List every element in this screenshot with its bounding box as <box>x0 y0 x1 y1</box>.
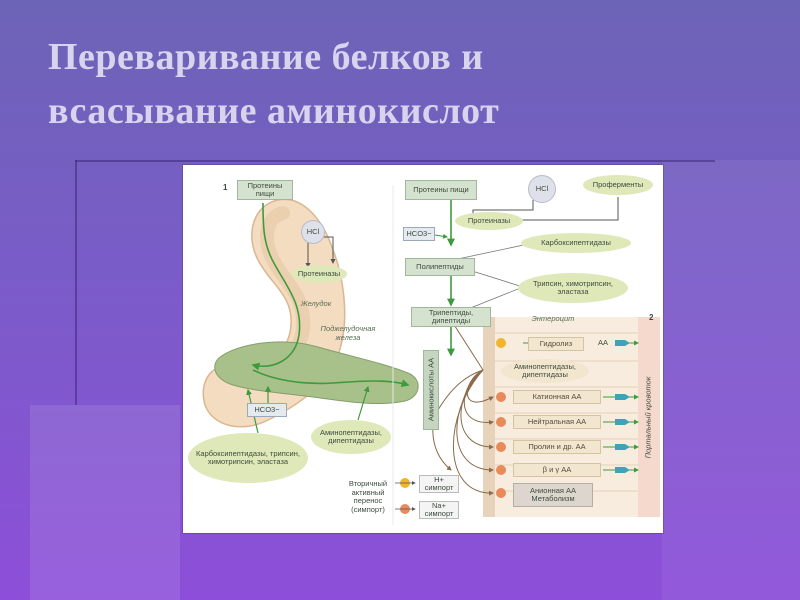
p1-food-proteins: Протеины пищи <box>237 180 293 200</box>
p1-pancreas-label: Поджелудочная железа <box>313 325 383 342</box>
p2-trypsin: Трипсин, химотрипсин, эластаза <box>518 273 628 303</box>
p1-hco3: HCO3− <box>247 403 287 417</box>
p2-proline: Пролин и др. АА <box>513 440 601 454</box>
p2-neutral: Нейтральная АА <box>513 415 601 429</box>
decor-line-left <box>75 160 77 405</box>
p2-secondary-transport: Вторичный активный перенос (симпорт) <box>343 480 393 514</box>
p2-tripeptides: Трипептиды, дипептиды <box>411 307 491 327</box>
title-line-1: Переваривание белков и <box>48 30 748 84</box>
p2-hydrolysis: Гидролиз <box>528 337 584 351</box>
p2-carboxypeptidases: Карбоксипептидазы <box>521 233 631 253</box>
p2-polypeptides: Полипептиды <box>405 258 475 276</box>
diagram-panel: 1 Протеины пищи HCl Протеиназы Желудок П… <box>183 165 663 533</box>
enterocyte-wall <box>483 317 495 517</box>
p2-h-symport: H+ симпорт <box>419 475 459 493</box>
p2-beta-gamma: β и γ АА <box>513 463 601 477</box>
title-line-2: всасывание аминокислот <box>48 84 748 138</box>
p2-na-symport: Na+ симпорт <box>419 501 459 519</box>
arrow-proenzyme <box>513 197 618 220</box>
p2-aa-out: АА <box>593 339 613 348</box>
p2-proenzymes: Проферменты <box>583 175 653 195</box>
decor-block-left <box>30 405 180 600</box>
decor-line-top <box>75 160 715 162</box>
p2-cationic: Катионная АА <box>513 390 601 404</box>
p2-anionic: Анионная АА Метаболизм <box>513 483 593 507</box>
decor-block-right <box>662 160 800 600</box>
panel-1-number: 1 <box>223 183 227 192</box>
p1-enzymes-right: Аминопептидазы, дипептидазы <box>311 420 391 454</box>
panel-2-number: 2 <box>649 313 653 322</box>
p1-proteinases: Протеиназы <box>291 265 347 283</box>
p2-hcl-icon: HCl <box>528 175 556 203</box>
p2-amino-acids-vertical: Аминокислоты АА <box>427 350 436 430</box>
p1-stomach-label: Желудок <box>291 300 341 309</box>
p2-food-proteins: Протеины пищи <box>405 180 477 200</box>
p2-proteinases: Протеиназы <box>455 212 523 230</box>
p2-aminopeptidases: Аминопептидазы, дипептидазы <box>501 359 589 383</box>
p2-enterocyte-label: Энтероцит <box>523 315 583 324</box>
p2-portal-label: Портальный кровоток <box>644 363 653 473</box>
p1-enzymes-left: Карбоксипептидазы, трипсин, химотрипсин,… <box>188 433 308 483</box>
slide-title: Переваривание белков и всасывание аминок… <box>48 30 748 138</box>
p2-hco3: HCO3− <box>403 227 435 241</box>
arrow-hco3-in <box>435 235 447 237</box>
p1-hcl-icon: HCl <box>301 220 325 244</box>
